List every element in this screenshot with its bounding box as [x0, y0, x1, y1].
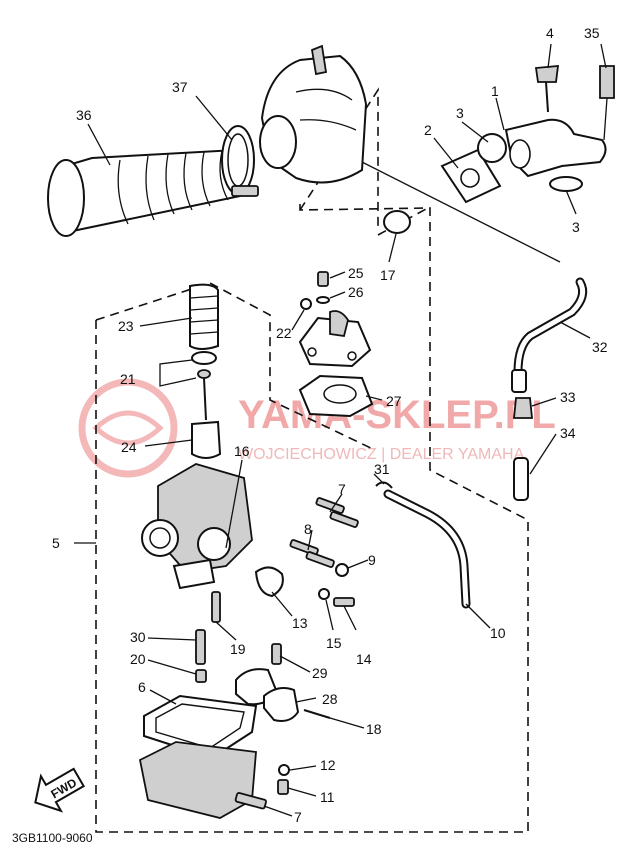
cover-group	[298, 271, 374, 418]
callout-25: 24	[121, 439, 137, 455]
callout-20: 19	[230, 641, 246, 657]
callout-31: 30	[130, 629, 146, 645]
callout-17: 16	[234, 443, 250, 459]
callout-14: 13	[292, 615, 308, 631]
catalog-code: 3GB1100-9060	[12, 831, 93, 845]
callout-1: 1	[491, 83, 499, 99]
callout-2: 2	[424, 122, 432, 138]
callout-labels: 36 37 1 2 3 3 4 35 17 32 33 34 25 26 22 …	[52, 25, 608, 825]
callout-12: 11	[320, 789, 335, 805]
slide-group	[189, 283, 222, 459]
callout-21: 20	[130, 651, 146, 667]
watermark-logo	[78, 378, 178, 478]
callout-11: 10	[490, 625, 506, 641]
callout-3a: 3	[456, 105, 464, 121]
o-ring-18	[383, 210, 411, 234]
callout-30: 29	[312, 665, 328, 681]
callout-23: 22	[276, 325, 292, 341]
callout-28: 27	[386, 393, 402, 409]
hose-clamp-38	[221, 125, 259, 197]
watermark: YAMA-SKLEP.PL WOJCIECHOWICZ | DEALER YAM…	[78, 378, 556, 478]
callout-29: 28	[322, 691, 338, 707]
float-29	[235, 668, 331, 722]
callout-9: 8	[304, 521, 312, 537]
callout-18: 17	[380, 267, 396, 283]
watermark-brand: YAMA-SKLEP.PL	[238, 393, 556, 437]
callout-35: 34	[560, 425, 576, 441]
leader-lines	[74, 43, 607, 817]
fitting-34-35	[513, 397, 533, 501]
float-bowl	[138, 694, 290, 819]
callout-4: 4	[546, 25, 554, 41]
intake-duct-37	[47, 148, 245, 237]
breather-hose-33	[361, 161, 588, 393]
fwd-arrow-icon: FWD	[34, 767, 86, 813]
callout-33: 32	[592, 339, 608, 355]
callout-15: 14	[356, 651, 372, 667]
callout-32: 31	[374, 461, 390, 477]
fuel-hose-11	[375, 481, 471, 609]
callout-7: 7	[294, 809, 302, 825]
callout-10: 9	[368, 552, 376, 568]
callout-24: 23	[118, 318, 134, 334]
callout-3b: 3	[572, 219, 580, 235]
callout-27: 26	[348, 284, 364, 300]
manifold-group	[440, 65, 615, 204]
callout-19: 18	[366, 721, 382, 737]
air-box	[259, 44, 368, 184]
carburetor-body	[141, 463, 330, 600]
callout-37: 36	[76, 107, 92, 123]
callout-36: 35	[584, 25, 600, 41]
callout-34: 33	[560, 389, 576, 405]
callout-8: 7	[338, 481, 346, 497]
callout-6: 6	[138, 679, 146, 695]
jets-and-screws	[195, 497, 359, 683]
callout-22: 21	[120, 371, 136, 387]
watermark-tagline: WOJCIECHOWICZ | DEALER YAMAHA	[238, 446, 525, 463]
callout-5: 5	[52, 535, 60, 551]
callout-13: 12	[320, 757, 336, 773]
callout-38: 37	[172, 79, 188, 95]
callout-26: 25	[348, 265, 364, 281]
callout-16: 15	[326, 635, 342, 651]
